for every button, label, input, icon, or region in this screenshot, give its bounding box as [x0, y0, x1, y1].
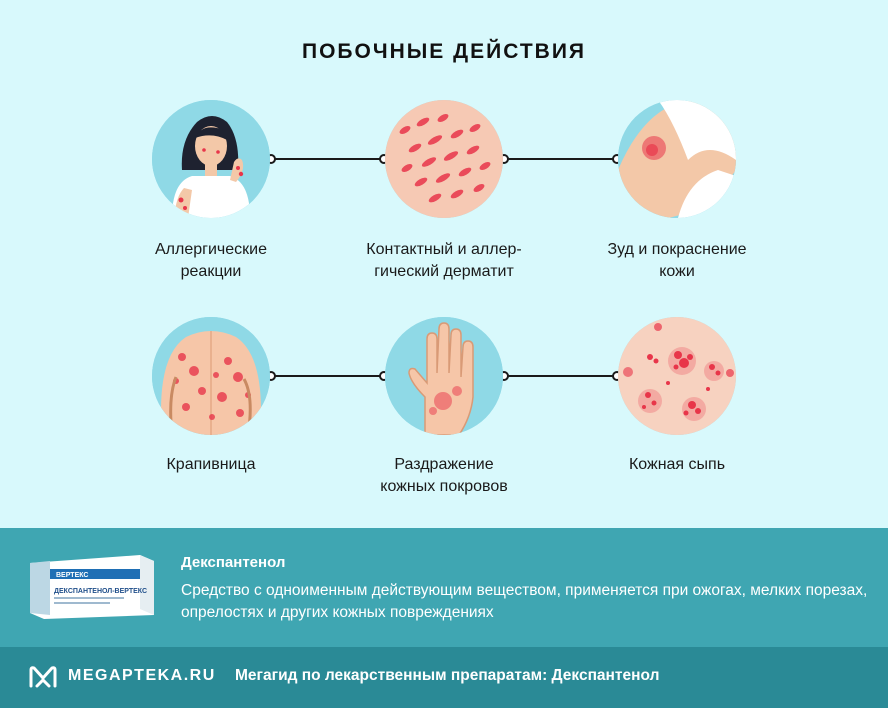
effect-caption-urticaria: Крапивница — [166, 456, 256, 473]
itching-arm-icon — [618, 100, 736, 218]
connector-line — [272, 158, 384, 160]
footer-bar — [0, 647, 888, 708]
product-name: Декспантенол — [181, 554, 286, 571]
footer-guide-link[interactable]: Мегагид по лекарственным препаратам: Дек… — [235, 667, 660, 684]
dermatitis-icon — [385, 100, 503, 218]
effect-caption-dermatitis: Контактный и аллер- гический дерматит — [366, 241, 522, 280]
urticaria-back-icon — [152, 317, 270, 435]
page-title: ПОБОЧНЫЕ ДЕЙСТВИЯ — [301, 40, 587, 63]
megapteka-logo-text[interactable]: MEGAPTEKA.RU — [68, 667, 216, 684]
effect-caption-rash: Кожная сыпь — [628, 456, 726, 473]
allergy-woman-icon — [152, 100, 270, 218]
effect-caption-itching: Зуд и покраснение кожи — [607, 241, 747, 280]
effect-caption-allergy: Аллергические реакции — [155, 241, 267, 280]
connector-line — [504, 158, 616, 160]
megapteka-logo-icon[interactable] — [28, 664, 58, 690]
irritated-hand-icon — [385, 317, 503, 435]
connector-line — [504, 375, 616, 377]
effect-caption-irritation: Раздражение кожных покровов — [380, 456, 508, 495]
product-box-image: ВЕРТЕКС ДЕКСПАНТЕНОЛ-ВЕРТЕКС — [30, 555, 154, 619]
infographic-area — [0, 0, 888, 528]
skin-rash-icon — [618, 317, 736, 435]
product-box-brand: ВЕРТЕКС — [56, 572, 88, 579]
product-box-title: ДЕКСПАНТЕНОЛ-ВЕРТЕКС — [54, 588, 147, 595]
product-description: Средство с одноименным действующим вещес… — [181, 582, 868, 621]
connector-line — [272, 375, 384, 377]
